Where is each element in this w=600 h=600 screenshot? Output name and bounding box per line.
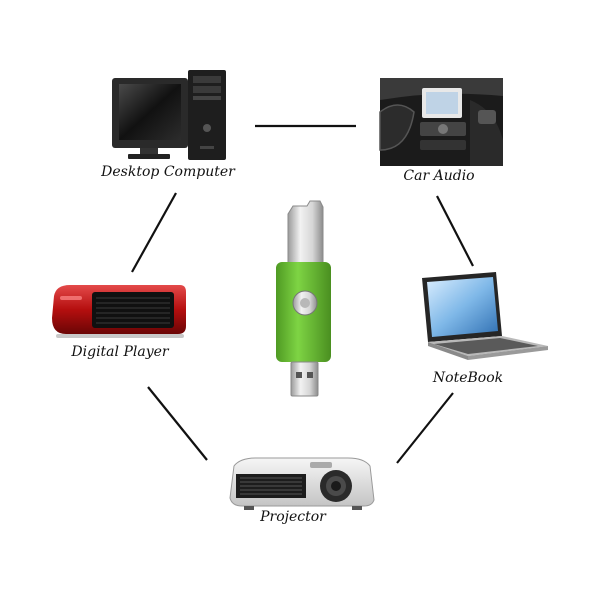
projector-icon (229, 457, 375, 510)
desktop-computer-label: Desktop Computer (101, 164, 235, 180)
notebook-label: NoteBook (432, 370, 504, 386)
connector-notebook-projector (396, 392, 454, 464)
car-audio-label: Car Audio (403, 168, 475, 184)
desktop-computer-icon (112, 70, 226, 160)
connector-projector-player (147, 386, 208, 461)
digital-player-icon (52, 285, 186, 338)
car-audio-icon (379, 78, 503, 166)
connector-player-desktop (131, 192, 177, 273)
usb-flash-drive-icon (276, 200, 331, 397)
notebook-icon (422, 272, 548, 360)
connector-lines (131, 124, 474, 464)
connector-car-notebook (436, 195, 474, 267)
projector-label: Projector (260, 509, 326, 525)
digital-player-label: Digital Player (71, 344, 169, 360)
